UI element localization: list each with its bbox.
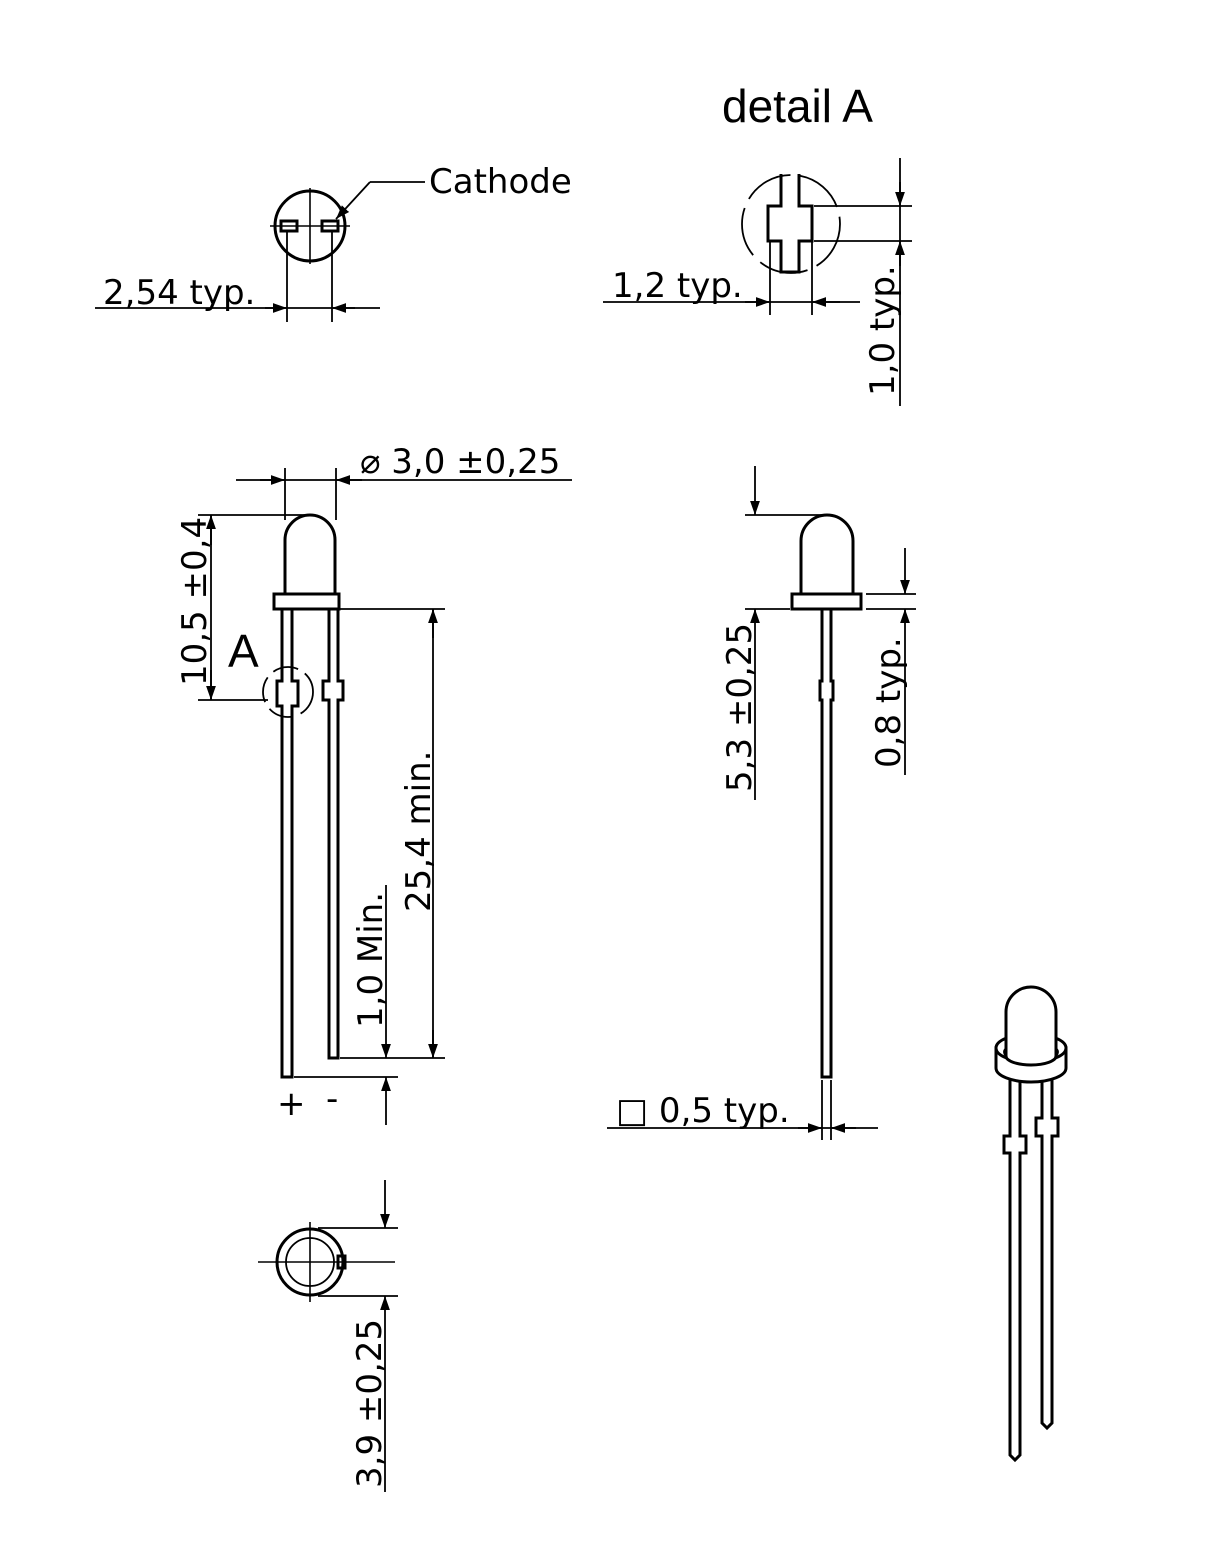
cathode-label: Cathode — [429, 162, 572, 202]
detail-marker: A — [228, 625, 259, 677]
diameter-label: ⌀ 3,0 ±0,25 — [360, 442, 560, 482]
flange-thickness-label: 0,8 typ. — [869, 637, 909, 768]
tab-width-label: 1,2 typ. — [612, 266, 743, 306]
lead-length-label: 25,4 min. — [399, 751, 439, 912]
flange-height-label: 5,3 ±0,25 — [720, 623, 760, 792]
side-view: 5,3 ±0,25 0,8 typ. □ 0,5 typ. — [607, 466, 916, 1140]
detail-a: detail A 1,2 typ. 1,0 typ. — [603, 80, 912, 406]
bottom-view: 3,9 ±0,25 — [258, 1180, 398, 1492]
plus-label: + — [277, 1084, 306, 1124]
tab-height-label: 1,0 typ. — [863, 265, 903, 396]
total-height-label: 10,5 ±0,4 — [175, 517, 215, 686]
front-view: A ⌀ 3,0 ±0,25 10,5 ±0,4 25,4 min. 1,0 Mi… — [175, 442, 572, 1125]
minus-label: - — [326, 1079, 338, 1119]
isometric-led-illustration — [994, 985, 1068, 1463]
top-view: Cathode 2,54 typ. — [95, 162, 572, 322]
detail-title: detail A — [722, 80, 873, 132]
pitch-label: 2,54 typ. — [103, 273, 255, 313]
lead-offset-label: 1,0 Min. — [351, 892, 391, 1028]
flange-diameter-label: 3,9 ±0,25 — [350, 1319, 390, 1488]
lead-square-label: □ 0,5 typ. — [616, 1091, 790, 1131]
